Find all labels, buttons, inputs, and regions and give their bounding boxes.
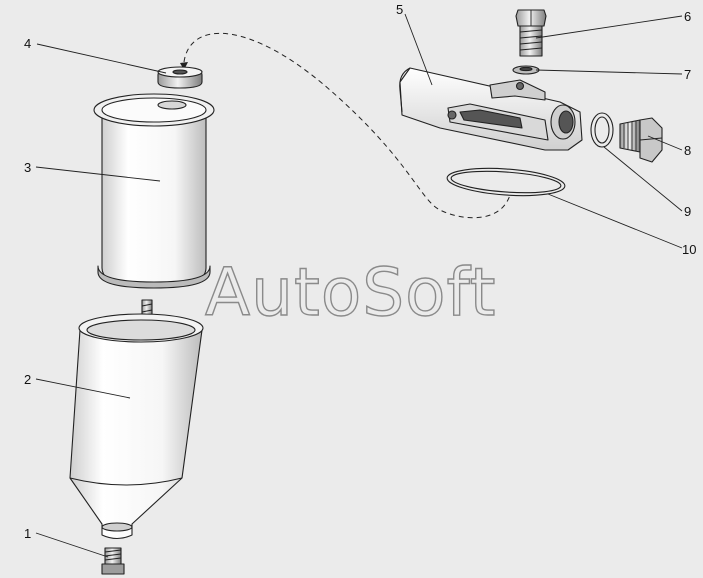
leader-line-10 xyxy=(547,193,683,249)
leader-line-6 xyxy=(535,15,683,39)
callout-10: 10 xyxy=(682,242,696,257)
callout-8: 8 xyxy=(684,143,691,158)
part-4-seal-washer xyxy=(157,66,203,89)
part-8-plug xyxy=(619,117,663,163)
callout-6: 6 xyxy=(684,9,691,24)
part-2-filter-bowl xyxy=(69,299,204,540)
callout-3: 3 xyxy=(24,160,31,175)
leader-line-5 xyxy=(404,13,433,86)
leader-line-4 xyxy=(36,43,167,74)
part-1-drain-plug xyxy=(101,547,125,575)
callout-9: 9 xyxy=(684,204,691,219)
part-10-seal-ring xyxy=(446,167,566,197)
callout-1: 1 xyxy=(24,526,31,541)
part-9-o-ring xyxy=(590,112,614,148)
callout-2: 2 xyxy=(24,372,31,387)
part-6-bolt xyxy=(515,9,547,57)
callout-5: 5 xyxy=(396,2,403,17)
leader-line-9 xyxy=(603,146,683,212)
leader-line-3 xyxy=(35,166,161,182)
part-7-washer xyxy=(512,65,540,75)
part-3-filter-element xyxy=(93,93,215,289)
leader-line-8 xyxy=(647,135,683,151)
callout-4: 4 xyxy=(24,36,31,51)
part-5-filter-head xyxy=(399,67,583,151)
leader-line-7 xyxy=(535,69,683,75)
watermark-text: AutoSoft xyxy=(205,254,496,331)
assembly-path-arrow xyxy=(180,62,188,70)
callout-7: 7 xyxy=(684,67,691,82)
leader-line-2 xyxy=(35,378,131,399)
leader-line-1 xyxy=(35,532,109,558)
